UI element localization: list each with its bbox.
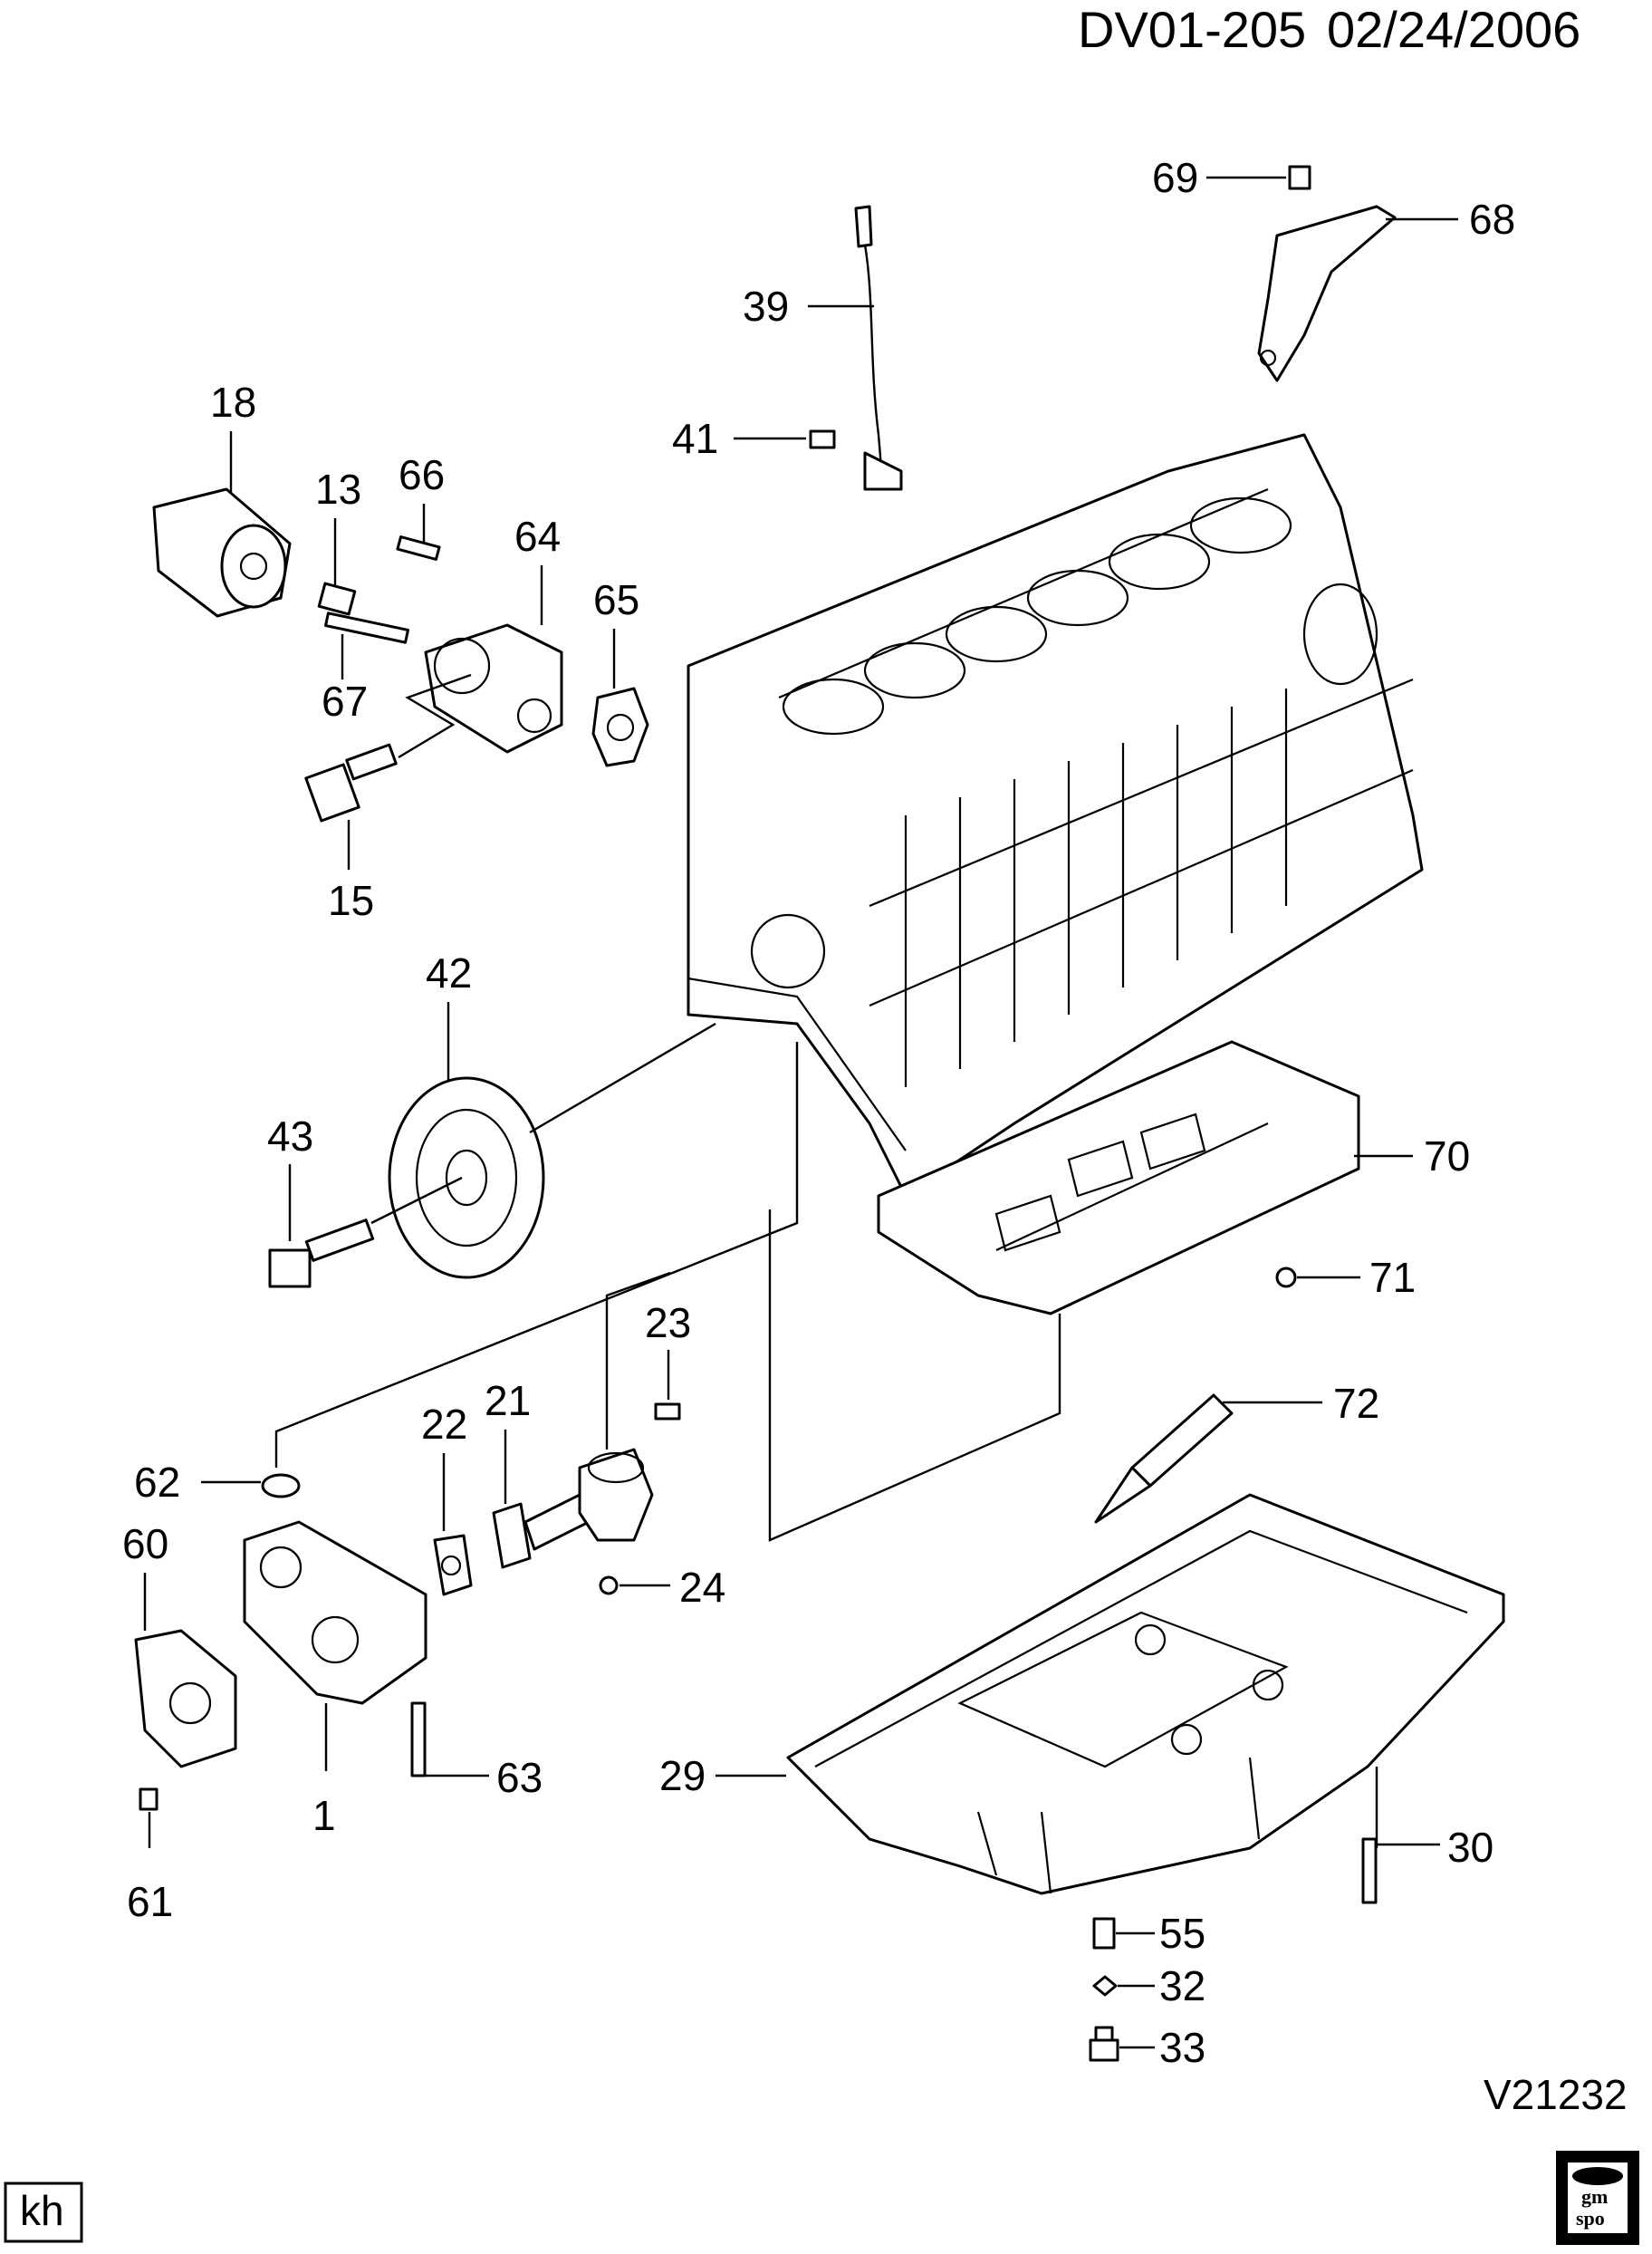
- callout-29: 29: [659, 1752, 706, 1799]
- callout-39: 39: [743, 283, 789, 330]
- o-ring-62: [261, 1473, 301, 1498]
- doc-date: 02/24/2006: [1327, 1, 1580, 58]
- oil-filter-18: [152, 487, 292, 618]
- callout-67: 67: [322, 678, 368, 725]
- callout-1: 1: [312, 1792, 336, 1839]
- callout-66: 66: [399, 451, 445, 498]
- dipstick-39: [854, 205, 903, 491]
- gasket-65: [591, 687, 649, 767]
- callout-42: 42: [426, 949, 472, 997]
- bracket-68: [1257, 205, 1397, 382]
- callout-63: 63: [496, 1754, 543, 1801]
- drain-plug-33: [1089, 2026, 1119, 2062]
- gasket-22: [433, 1534, 473, 1596]
- initials-box: kh: [4, 2182, 83, 2243]
- bolt-71: [1275, 1267, 1297, 1288]
- bolt-61: [139, 1787, 158, 1811]
- filter-adapter-64: [424, 623, 563, 754]
- bolt-41: [809, 429, 836, 449]
- cover-plate-60: [134, 1629, 237, 1768]
- oil-strainer-21: [492, 1448, 654, 1569]
- pulley-bolt-43: [268, 1219, 375, 1288]
- callout-32: 32: [1159, 1962, 1205, 2009]
- illustration-id: V21232: [1484, 2071, 1628, 2118]
- sealant-tube-72: [1094, 1393, 1234, 1524]
- callout-60: 60: [122, 1520, 168, 1567]
- doc-id: DV01-205: [1078, 1, 1306, 58]
- drain-plug-55: [1092, 1917, 1116, 1950]
- callout-13: 13: [315, 466, 361, 513]
- bolt-24: [599, 1575, 619, 1595]
- bolt-66: [396, 535, 441, 561]
- washer-32: [1092, 1975, 1118, 1997]
- callout-55: 55: [1159, 1910, 1205, 1957]
- logo-gm-text: gm: [1581, 2185, 1608, 2208]
- nipple-13: [317, 582, 357, 616]
- callout-71: 71: [1369, 1254, 1416, 1301]
- callout-18: 18: [210, 379, 256, 426]
- cylinder-block: [687, 433, 1424, 1198]
- callout-43: 43: [267, 1113, 313, 1160]
- oil-pump-1: [243, 1520, 427, 1705]
- callout-21: 21: [485, 1377, 531, 1424]
- callout-41: 41: [672, 415, 718, 462]
- callout-61: 61: [127, 1878, 173, 1925]
- callout-69: 69: [1152, 154, 1198, 201]
- bolt-23: [654, 1402, 681, 1421]
- callout-70: 70: [1424, 1132, 1470, 1180]
- callout-24: 24: [679, 1564, 725, 1611]
- callout-33: 33: [1159, 2024, 1205, 2071]
- initials-text: kh: [20, 2187, 64, 2234]
- oil-pressure-switch-15: [304, 743, 398, 823]
- stud-67: [324, 612, 409, 644]
- callout-65: 65: [593, 576, 639, 623]
- bolt-63: [410, 1701, 427, 1777]
- bolt-69: [1288, 165, 1311, 190]
- callout-62: 62: [134, 1459, 180, 1506]
- callout-23: 23: [645, 1299, 691, 1346]
- callout-30: 30: [1447, 1824, 1494, 1871]
- callout-64: 64: [514, 513, 561, 560]
- callout-72: 72: [1333, 1380, 1379, 1427]
- oil-pan-29: [786, 1493, 1505, 1895]
- baffle-plate-70: [877, 1040, 1360, 1315]
- bolt-30: [1361, 1837, 1378, 1904]
- gm-spo-logo: gm spo: [1556, 2151, 1639, 2245]
- callout-22: 22: [421, 1401, 467, 1448]
- crankshaft-pulley-42: [388, 1076, 545, 1279]
- logo-spo-text: spo: [1576, 2207, 1605, 2230]
- callout-68: 68: [1469, 196, 1515, 243]
- callout-15: 15: [328, 877, 374, 924]
